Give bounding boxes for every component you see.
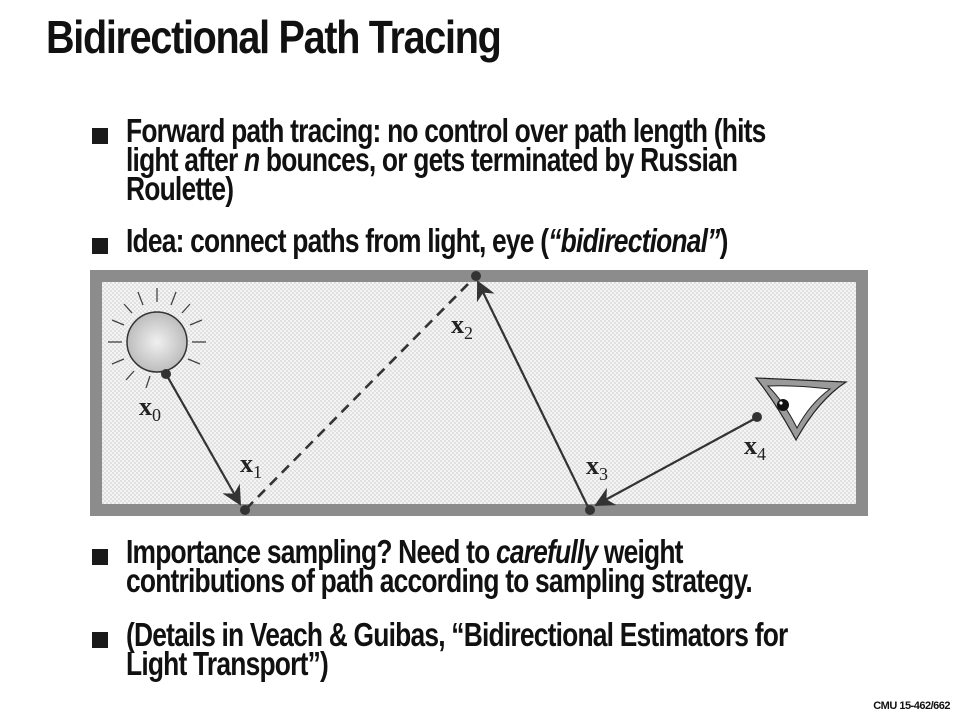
slide-title: Bidirectional Path Tracing	[46, 11, 502, 63]
vertex-x4	[752, 412, 762, 422]
bullet-marker	[92, 549, 108, 565]
bullet-line: (Details in Veach & Guibas, “Bidirection…	[126, 616, 788, 653]
bullet-text: Idea: connect paths from light, eye (“bi…	[126, 224, 862, 257]
label-x3: x3	[586, 451, 608, 484]
bullet-text-part: )	[719, 222, 729, 259]
bullet-text: (Details in Veach & Guibas, “Bidirection…	[126, 616, 862, 682]
bullet-marker	[92, 128, 108, 144]
label-x2: x2	[451, 310, 473, 343]
bullet-text-part: Idea: connect paths from light, eye (	[126, 222, 549, 259]
bullet-marker	[92, 238, 108, 254]
eye-icon	[754, 377, 848, 442]
course-footer: CMU 15-462/662	[873, 700, 950, 712]
bullet-text-italic: carefully	[495, 533, 598, 570]
scene-interior	[102, 282, 856, 504]
bullet-text-part: bounces, or gets terminated by Russian	[259, 141, 738, 178]
path-segment-x0-x1	[165, 373, 241, 506]
path-segment-x3-x2	[476, 280, 590, 510]
bullet-text-italic: “bidirectional”	[548, 222, 720, 259]
label-x1: x1	[240, 449, 262, 482]
vertex-x0	[161, 369, 171, 379]
bullet-marker	[92, 632, 108, 648]
light-sun-icon	[108, 288, 206, 389]
bullet-line: light after n bounces, or gets terminate…	[126, 143, 862, 176]
label-x0: x0	[139, 392, 161, 425]
vertex-x2	[471, 271, 481, 281]
path-segment-x1-x2-dashed	[245, 277, 475, 510]
bullet-line: Importance sampling? Need to carefully w…	[126, 535, 862, 568]
bullet-text: Importance sampling? Need to carefully w…	[126, 535, 862, 599]
label-x4: x4	[744, 431, 766, 464]
bullet-line: Roulette)	[126, 170, 234, 207]
bullet-line: Idea: connect paths from light, eye (“bi…	[126, 224, 862, 257]
bullet-line: contributions of path according to sampl…	[126, 562, 753, 599]
path-segment-x4-x3	[594, 417, 757, 506]
bullet-text-italic: n	[244, 141, 260, 178]
bullet-text-part: light after	[126, 141, 245, 178]
bullet-line: Light Transport”)	[126, 645, 329, 682]
bullet-text-part: weight	[597, 533, 684, 570]
vertex-x1	[240, 505, 250, 515]
bullet-line: Forward path tracing: no control over pa…	[126, 112, 766, 149]
bullet-text-part: Importance sampling? Need to	[126, 533, 496, 570]
vertex-x3	[585, 505, 595, 515]
bullet-text: Forward path tracing: no control over pa…	[126, 112, 862, 207]
